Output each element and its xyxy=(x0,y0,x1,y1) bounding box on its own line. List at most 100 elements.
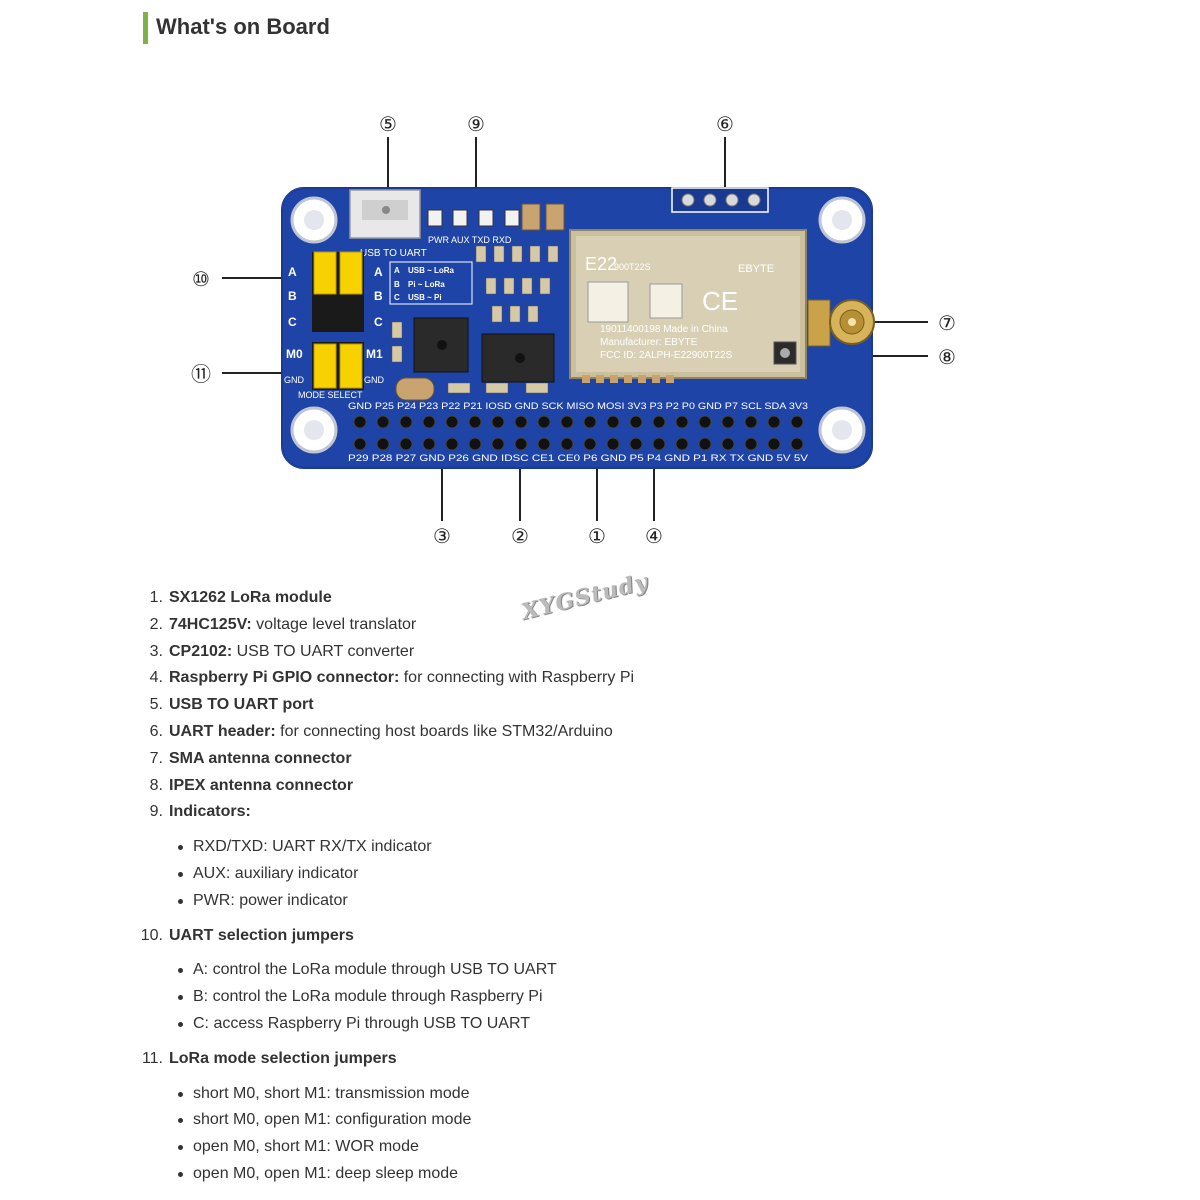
gpio-pin xyxy=(698,415,712,429)
item-number: 4. xyxy=(149,669,163,687)
jumper-row-a-label: A xyxy=(288,265,297,279)
item-number: 6. xyxy=(149,722,163,740)
module-fcc: FCC ID: 2ALPH-E22900T22S xyxy=(600,350,733,361)
sub-list: A: control the LoRa module through USB T… xyxy=(178,957,1040,1037)
callout-3: ③ xyxy=(433,524,451,548)
gpio-pin xyxy=(629,415,643,429)
gpio-pin xyxy=(606,415,620,429)
gpio-pin xyxy=(514,415,528,429)
module-part: 900T22S xyxy=(614,262,651,272)
list-item: 11. LoRa mode selection jumpers xyxy=(140,1046,1040,1073)
gpio-pin xyxy=(422,437,436,451)
gpio-pin xyxy=(491,437,505,451)
gpio-pin xyxy=(767,437,781,451)
gpio-pin xyxy=(698,437,712,451)
svg-text:CE: CE xyxy=(702,286,738,316)
mode-select-label: MODE SELECT xyxy=(298,390,363,400)
gpio-pins-top-labels: GND P25 P24 P23 P22 P21 IOSD GND SCK MIS… xyxy=(348,401,808,411)
callout-6: ⑥ xyxy=(716,112,734,136)
module-serial: 19011400198 Made in China xyxy=(600,324,728,335)
gpio-pin xyxy=(721,415,735,429)
gpio-pin xyxy=(491,415,505,429)
gpio-pin xyxy=(399,437,413,451)
sub-list-item: RXD/TXD: UART RX/TX indicator xyxy=(178,834,1040,861)
jumper-row-c-label: C xyxy=(288,315,297,329)
svg-text:B: B xyxy=(374,289,383,303)
item-number: 2. xyxy=(149,615,163,633)
gpio-pin xyxy=(767,415,781,429)
gpio-pin xyxy=(652,437,666,451)
item-number: 1. xyxy=(149,589,163,606)
item-number: 5. xyxy=(149,696,163,714)
gpio-pin xyxy=(353,415,367,429)
gpio-pin xyxy=(353,437,367,451)
list-item: 3.CP2102: USB TO UART converter xyxy=(140,639,1040,666)
gpio-pin xyxy=(583,415,597,429)
module-maker: Manufacturer: EBYTE xyxy=(600,337,698,348)
gpio-pin xyxy=(376,437,390,451)
uart-selection-table xyxy=(389,261,473,305)
list-item: 4. Raspberry Pi GPIO connector: for conne… xyxy=(140,665,1040,692)
mode-jumper-cap-m1 xyxy=(339,343,363,389)
callout-4: ④ xyxy=(645,524,663,548)
gpio-pin xyxy=(675,415,689,429)
sub-list-item: short M0, open M1: configuration mode xyxy=(178,1107,1040,1134)
gpio-pin xyxy=(537,437,551,451)
module-brand: EBYTE xyxy=(738,263,774,275)
callout-2: ② xyxy=(511,524,529,548)
sub-list-item: open M0, open M1: deep sleep mode xyxy=(178,1161,1040,1188)
gpio-pin xyxy=(560,415,574,429)
board-diagram: USB TO UART PWR AUX TXD RXD E22 900T22S … xyxy=(0,100,1200,560)
gpio-pin xyxy=(468,437,482,451)
gpio-pin xyxy=(422,415,436,429)
svg-text:USB ~ LoRa: USB ~ LoRa xyxy=(408,266,455,275)
item-title: IPEX antenna connector xyxy=(169,776,354,794)
svg-text:GND: GND xyxy=(284,375,305,385)
svg-text:A: A xyxy=(374,265,383,279)
callout-10: ⑩ xyxy=(192,267,210,291)
page-title: What's on Board xyxy=(156,14,330,39)
item-title: UART selection jumpers xyxy=(169,926,354,944)
item-number: 10. xyxy=(140,926,163,944)
callout-11: ⑪ xyxy=(191,362,211,386)
gpio-pin xyxy=(399,415,413,429)
item-title: SMA antenna connector xyxy=(169,749,352,767)
item-description: for connecting with Raspberry Pi xyxy=(399,669,635,687)
gpio-pin xyxy=(583,437,597,451)
module-qr xyxy=(587,281,629,323)
item-title: 74HC125V: xyxy=(169,615,252,633)
callout-1: ① xyxy=(588,524,606,548)
sub-list-item: AUX: auxiliary indicator xyxy=(178,861,1040,888)
item-number: 8. xyxy=(149,776,163,794)
gpio-pin xyxy=(744,415,758,429)
module-model: E22 xyxy=(585,254,617,274)
item-title: CP2102: xyxy=(169,642,233,660)
item-number: 9. xyxy=(149,803,163,821)
item-description: for connecting host boards like STM32/Ar… xyxy=(275,722,613,740)
item-title: Indicators: xyxy=(169,803,251,821)
usb-label: USB TO UART xyxy=(360,248,427,259)
gpio-pin xyxy=(790,437,804,451)
jumper-row-b-label: B xyxy=(288,289,297,303)
list-item: 2. 74HC125V: voltage level translator xyxy=(140,612,1040,639)
heading-accent-bar xyxy=(143,12,148,44)
list-item: 10. UART selection jumpers xyxy=(140,923,1040,950)
sub-list-item: C: access Raspberry Pi through USB TO UA… xyxy=(178,1011,1040,1038)
item-title: UART header: xyxy=(169,722,276,740)
item-number: 11. xyxy=(141,1049,163,1067)
gpio-pins-bottom-labels: P29 P28 P27 GND P26 GND IDSC CE1 CE0 P6 … xyxy=(348,453,808,463)
list-item: 8. IPEX antenna connector xyxy=(140,773,1040,800)
list-item: 7. SMA antenna connector xyxy=(140,746,1040,773)
gpio-pin xyxy=(675,437,689,451)
item-description: voltage level translator xyxy=(251,615,417,633)
item-number: 7. xyxy=(149,749,163,767)
uart-jumper-cap-a xyxy=(313,251,337,295)
item-title: Raspberry Pi GPIO connector: xyxy=(169,669,400,687)
svg-text:A: A xyxy=(394,266,400,275)
item-title: LoRa mode selection jumpers xyxy=(169,1049,397,1067)
svg-text:GND: GND xyxy=(364,375,385,385)
gpio-pin xyxy=(652,415,666,429)
gpio-pin xyxy=(537,415,551,429)
